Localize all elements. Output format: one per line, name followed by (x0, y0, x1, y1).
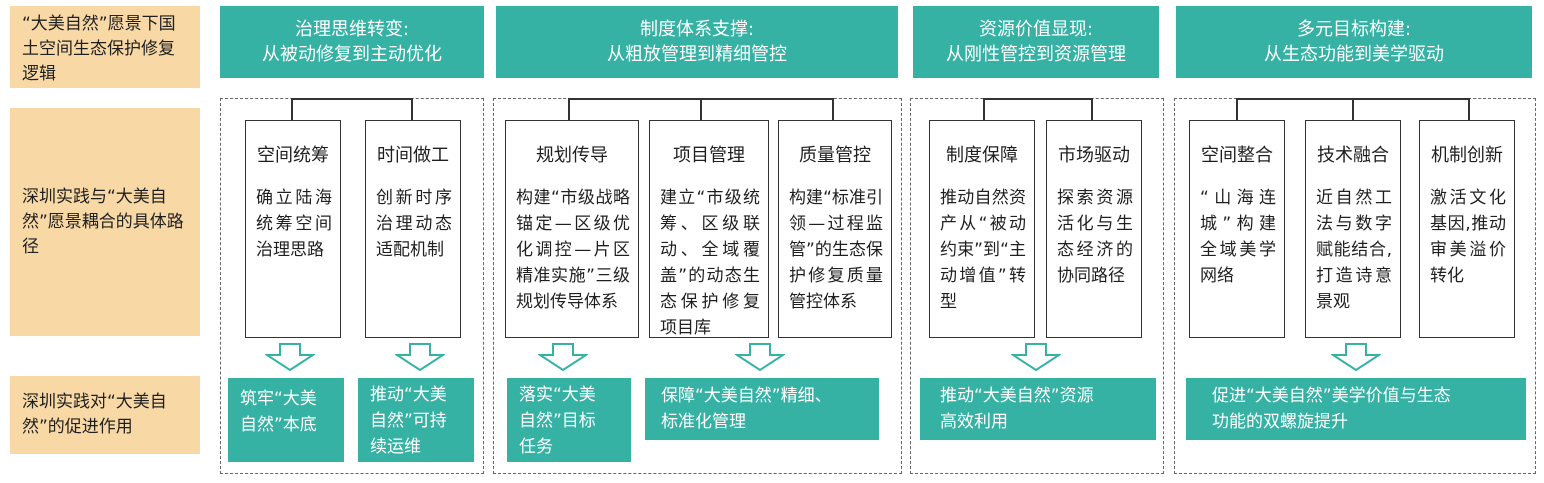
card-text: 推动自然资产从“被动约束”到“主动增值”转型 (940, 188, 1026, 312)
row-label-logic-text: “大美自然”愿景下国土空间生态保护修复逻辑 (22, 14, 176, 84)
outcome-line: 自然”目标 (519, 411, 596, 431)
card-title: 项目管理 (673, 145, 745, 166)
outcome-line: 高效利用 (940, 412, 1008, 432)
outcome-line: 筑牢“大美 (240, 389, 317, 409)
card-text: 建立“市级统筹、区级联动、全域覆盖”的动态生态保护修复项目库 (660, 188, 760, 338)
connector-goals-drop2 (1352, 98, 1354, 120)
connector-institution-trunk (568, 98, 570, 120)
outcome-line: 落实“大美 (519, 385, 596, 405)
card-text: 确立陆海统筹空间治理思路 (256, 188, 332, 260)
card-mechanism-innovation: 机制创新 激活文化基因,推动审美溢价转化 (1419, 120, 1515, 338)
card-title: 规划传导 (536, 145, 608, 166)
card-title: 市场驱动 (1058, 145, 1130, 166)
card-title: 空间整合 (1201, 145, 1273, 166)
card-project-management: 项目管理 建立“市级统筹、区级联动、全域覆盖”的动态生态保护修复项目库 (649, 120, 769, 338)
connector-goals-drop3 (1468, 98, 1470, 120)
down-arrow-icon (265, 343, 315, 371)
outcome-double-helix: 促进“大美自然”美学价值与生态 功能的双螺旋提升 (1186, 378, 1526, 440)
header-governance: 治理思维转变: 从被动修复到主动优化 (220, 6, 484, 78)
outcome-line: 功能的双螺旋提升 (1212, 412, 1348, 432)
card-text: 激活文化基因,推动审美溢价转化 (1430, 188, 1506, 286)
connector-institution-drop3 (832, 98, 834, 120)
header-goals-line2: 从生态功能到美学驱动 (1264, 44, 1444, 65)
card-text: 创新时序治理动态适配机制 (376, 188, 452, 260)
outcome-sustainable: 推动“大美 自然”可持 续运维 (358, 378, 474, 462)
row-label-paths: 深圳实践与“大美自然”愿景耦合的具体路径 (10, 108, 200, 336)
outcome-line: 推动“大美自然”资源 (940, 386, 1094, 406)
card-title: 机制创新 (1431, 145, 1503, 166)
header-resource: 资源价值显现: 从刚性管控到资源管理 (913, 6, 1159, 78)
connector-institution-drop2 (700, 98, 702, 120)
down-arrow-icon (538, 343, 588, 371)
header-goals-line1: 多元目标构建: (1296, 19, 1412, 40)
header-resource-line2: 从刚性管控到资源管理 (946, 44, 1126, 65)
outcome-refined-management: 保障“大美自然”精细、 标准化管理 (645, 378, 879, 440)
outcome-line: 保障“大美自然”精细、 (661, 386, 832, 406)
outcome-foundation: 筑牢“大美 自然”本底 (228, 378, 344, 462)
card-market-drive: 市场驱动 探索资源活化与生态经济的协同路径 (1046, 120, 1142, 338)
outcome-line: 推动“大美 (370, 385, 447, 405)
card-text: “山海连城”构建全域美学网络 (1200, 188, 1276, 286)
outcome-line: 促进“大美自然”美学价值与生态 (1212, 386, 1451, 406)
header-institution-line1: 制度体系支撑: (639, 19, 755, 40)
row-label-paths-text: 深圳实践与“大美自然”愿景耦合的具体路径 (22, 186, 184, 257)
card-text: 构建“市级战略锚定—区级优化调控—片区精准实施”三级规划传导体系 (516, 188, 630, 312)
card-title: 时间做工 (377, 145, 449, 166)
card-spatial-integration: 空间整合 “山海连城”构建全域美学网络 (1189, 120, 1285, 338)
connector-governance-drop2 (411, 98, 413, 120)
down-arrow-icon (1011, 343, 1061, 371)
outcome-line: 标准化管理 (661, 412, 746, 432)
card-technology-fusion: 技术融合 近自然工法与数字赋能结合,打造诗意景观 (1305, 120, 1401, 338)
outcome-implement: 落实“大美 自然”目标 任务 (507, 378, 631, 462)
down-arrow-icon (395, 343, 445, 371)
down-arrow-icon (735, 343, 785, 371)
connector-governance-trunk (291, 98, 293, 120)
card-title: 技术融合 (1317, 145, 1389, 166)
card-spatial-coordination: 空间统筹 确立陆海统筹空间治理思路 (245, 120, 341, 338)
card-quality-control: 质量管控 构建“标准引领—过程监管”的生态保护修复质量管控体系 (778, 120, 892, 338)
card-text: 构建“标准引领—过程监管”的生态保护修复质量管控体系 (789, 188, 883, 312)
row-label-logic: “大美自然”愿景下国土空间生态保护修复逻辑 (10, 6, 200, 88)
connector-resource-bar (983, 98, 1093, 100)
card-text: 近自然工法与数字赋能结合,打造诗意景观 (1316, 188, 1392, 312)
card-title: 空间统筹 (257, 145, 329, 166)
connector-resource-trunk (983, 98, 985, 120)
card-text: 探索资源活化与生态经济的协同路径 (1057, 188, 1133, 286)
connector-goals-trunk (1236, 98, 1238, 120)
header-goals: 多元目标构建: 从生态功能到美学驱动 (1176, 6, 1532, 78)
header-institution-line2: 从粗放管理到精细管控 (607, 44, 787, 65)
header-resource-line1: 资源价值显现: (978, 19, 1094, 40)
header-institution: 制度体系支撑: 从粗放管理到精细管控 (496, 6, 898, 78)
outcome-line: 续运维 (370, 437, 421, 457)
row-label-effects-text: 深圳实践对“大美自然”的促进作用 (22, 392, 167, 437)
outcome-line: 任务 (519, 437, 553, 457)
card-title: 制度保障 (946, 145, 1018, 166)
card-institutional-guarantee: 制度保障 推动自然资产从“被动约束”到“主动增值”转型 (929, 120, 1035, 338)
header-governance-line2: 从被动修复到主动优化 (262, 44, 442, 65)
outcome-resource-use: 推动“大美自然”资源 高效利用 (920, 378, 1156, 440)
connector-governance-bar (291, 98, 413, 100)
down-arrow-icon (1331, 343, 1381, 371)
card-title: 质量管控 (799, 145, 871, 166)
outcome-line: 自然”可持 (370, 411, 447, 431)
connector-resource-drop2 (1091, 98, 1093, 120)
row-label-effects: 深圳实践对“大美自然”的促进作用 (10, 376, 200, 454)
card-time-work: 时间做工 创新时序治理动态适配机制 (365, 120, 461, 338)
outcome-line: 自然”本底 (240, 415, 317, 435)
header-governance-line1: 治理思维转变: (294, 19, 410, 40)
card-planning-transmission: 规划传导 构建“市级战略锚定—区级优化调控—片区精准实施”三级规划传导体系 (505, 120, 639, 338)
